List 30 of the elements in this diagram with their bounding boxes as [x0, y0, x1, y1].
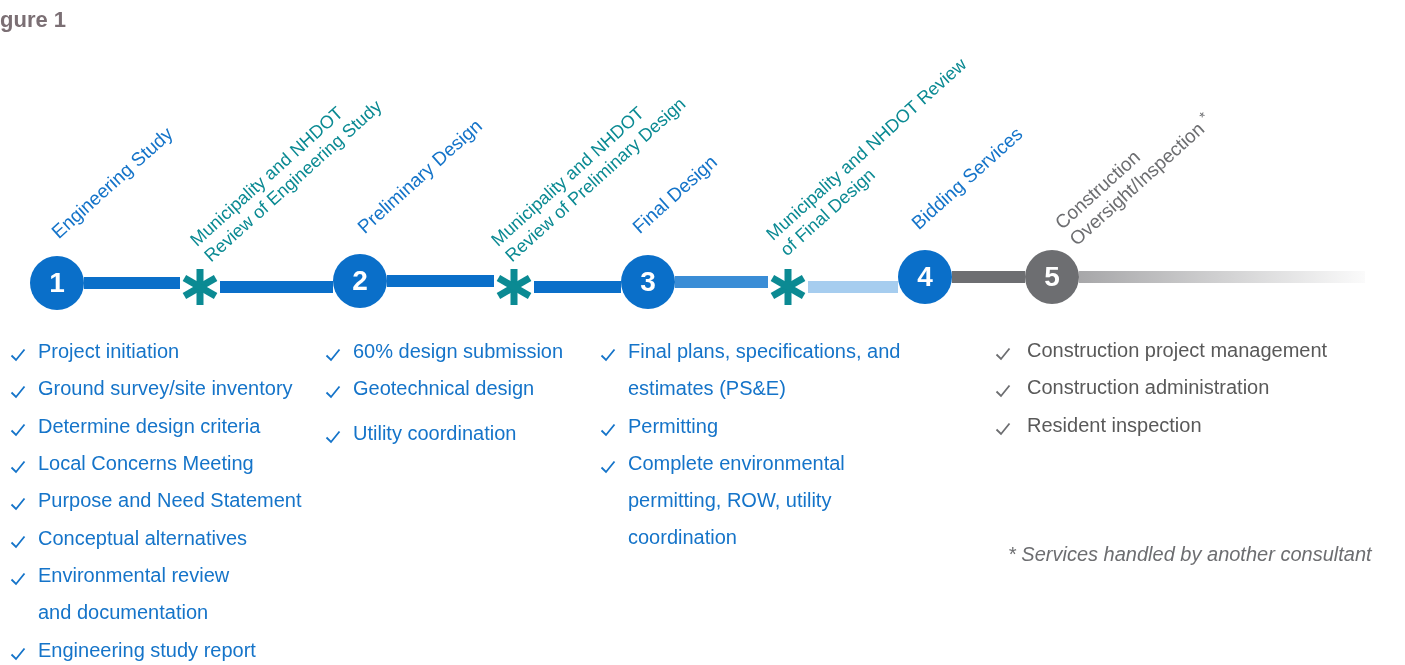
- checklist-item: 60% design submission: [353, 339, 564, 364]
- checklist-item: Complete environmental permitting, ROW, utility coordination: [628, 451, 846, 550]
- timeline-bar: [1079, 271, 1365, 283]
- checklist-item: Resident inspection: [1027, 413, 1202, 438]
- checklist-item: Utility coordination: [353, 421, 517, 446]
- checklist-item: Project initiation: [38, 339, 180, 364]
- checklist-item: Final plans, specifications, and estimates (PS&E): [628, 339, 902, 401]
- timeline-bar: [387, 275, 494, 287]
- checklist-item: Conceptual alternatives: [38, 526, 247, 551]
- timeline-bar: [675, 276, 768, 288]
- timeline-bar: [534, 281, 621, 293]
- checklist-item: Engineering study report: [38, 638, 256, 663]
- checklist-item: Local Concerns Meeting: [38, 451, 254, 476]
- review-star-icon: [180, 267, 220, 307]
- checklist-item: Determine design criteria: [38, 414, 261, 439]
- timeline-bar: [84, 277, 180, 289]
- checklist-item: Ground survey/site inventory: [38, 376, 293, 401]
- timeline-bar: [808, 281, 898, 293]
- checklist-item: Geotechnical design: [353, 376, 535, 401]
- review-star-icon: [768, 267, 808, 307]
- checklist-item: Purpose and Need Statement: [38, 488, 302, 513]
- checklist-item: Construction administration: [1027, 375, 1270, 400]
- checklist-item: Construction project management: [1027, 338, 1328, 363]
- timeline-bar: [952, 271, 1025, 283]
- checklist-item: Environmental review and documentation: [38, 563, 231, 625]
- checklist-item: Permitting: [628, 414, 719, 439]
- review-star-icon: [494, 267, 534, 307]
- figure-title: gure 1: [0, 6, 67, 34]
- footnote: * Services handled by another consultant: [1008, 542, 1372, 567]
- timeline-bar: [220, 281, 333, 293]
